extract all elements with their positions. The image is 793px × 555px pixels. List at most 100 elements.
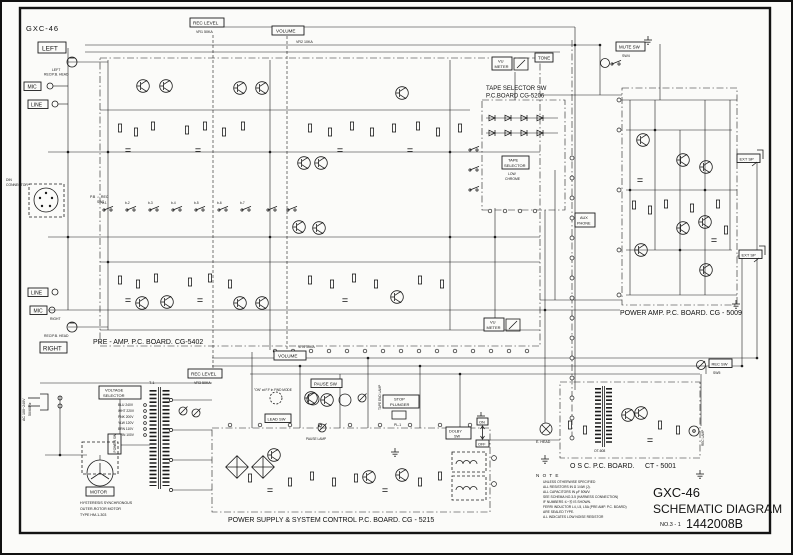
osc-board-code: CT - 5001: [645, 463, 676, 470]
mute-sw-label: MUTE SW: [619, 45, 641, 50]
sw5-label: SW5: [713, 371, 720, 375]
volume-top-label: VOLUME: [276, 29, 295, 34]
tape-selector-board-1: TAPE SELECTOR SW: [486, 86, 547, 92]
rec-pb-switch-row: P.B ⇔ REC SW1 b-1 b-2 b-3 b-4 b-5 b-6 b-…: [90, 195, 298, 212]
tape-selector-board-2: P.C.BOARD CG-5206: [486, 94, 545, 100]
din-label-1: DIN: [6, 178, 12, 182]
volume-bottom-vr: VR4 10KA: [298, 345, 315, 349]
power-amp-board-label: POWER AMP. P.C. BOARD. CG - 5009: [620, 310, 742, 317]
board-outlines: [99, 57, 738, 513]
rec-lamp-label: REC LAMP: [701, 430, 705, 446]
rec-level-top-vr: VR1 50KA: [196, 30, 213, 34]
transistors: [135, 79, 713, 484]
head-right-1: RIGHT: [50, 317, 61, 321]
stop-plunger-1: STOP: [394, 397, 405, 402]
rec-sw-label: REC SW: [712, 362, 728, 367]
title-doc: SCHEMATIC DIAGRAM: [653, 502, 782, 516]
top-controls: REC LEVEL VR1 50KA VOLUME VR2 10KA VU ME…: [189, 17, 646, 71]
head-right-2: REC/P.B. HEAD: [44, 334, 69, 338]
ext-sp-top-label: EXT SP: [740, 157, 754, 162]
mic-bottom-label: MIC: [34, 309, 44, 315]
note-line-2: ALL RESISTORS IN Ω 1/4W (J).: [543, 485, 591, 489]
vu-top-1: VU: [498, 59, 504, 64]
dolby-off-label: OFF: [478, 443, 486, 447]
wires: [40, 26, 758, 491]
pl1-label: PL-1: [394, 423, 401, 427]
erase-head-label: E. HEAD: [536, 440, 551, 444]
harness-pins: [227, 97, 622, 441]
head-left-2: REC/P.B. HEAD: [44, 73, 69, 77]
dolby-sw-1: DOLBY: [449, 430, 462, 434]
tape-sel-chrome: CHROME: [505, 177, 521, 181]
ext-sp-bottom-label: EXT SP: [742, 253, 756, 258]
volume-bottom-label: VOLUME: [278, 354, 297, 359]
tap-100: GRN 100V: [118, 433, 135, 437]
input-section: GXC-46 LEFT LEFT REC/P.B. HEAD MIC LINE …: [6, 24, 78, 354]
title-model: GXC-46: [653, 485, 700, 500]
note-line-7: ARE SEALED TYPE.: [543, 510, 574, 514]
motor-note-1: HYSTERESIS SYNCHRONOUS: [80, 501, 133, 505]
ac-label-2: 50/60Hz: [28, 402, 32, 416]
tape-selector-board: TAPE SELECTOR SW P.C.BOARD CG-5206 TAPE …: [468, 86, 547, 192]
lead-sw-label: LEAD SW: [268, 417, 286, 422]
tap-240: BLU 240V: [118, 403, 134, 407]
sw1-label: SW1: [97, 200, 104, 204]
note-line-1: UNLESS OTHERWISE SPECIFIED: [543, 480, 596, 484]
osc-coil-label: OT-608: [594, 449, 605, 453]
bottom-controls: REC LEVEL VR3 50KA VOLUME VR4 10KA VU ME…: [187, 317, 521, 385]
vu-bottom-1: VU: [490, 320, 496, 325]
tape-end-lamp-label: TAPE END LAMP: [378, 385, 382, 410]
ground-symbols: [390, 35, 741, 479]
head-left-1: LEFT: [52, 68, 60, 72]
voltage-selector-1: VOLTAGE: [105, 388, 124, 393]
note-line-8: A.L INDICATES LOW NOISE RESISTOR: [543, 515, 604, 519]
corner-model: GXC-46: [26, 24, 59, 33]
tap-200: PNK 200V: [118, 415, 134, 419]
line-bottom-label: LINE: [31, 291, 43, 297]
volume-top-vr: VR2 10KA: [296, 40, 313, 44]
note-block: N O T E UNLESS OTHERWISE SPECIFIED ALL R…: [536, 473, 627, 519]
stop-plunger-2: PLUNGER: [390, 402, 409, 407]
vu-bottom-2: METER: [487, 325, 501, 330]
drawing-frame: [18, 6, 772, 535]
osc-board-label: O S C. P.C. BOARD.: [570, 463, 634, 470]
power-supply-board-label: POWER SUPPLY & SYSTEM CONTROL P.C. BOARD…: [228, 517, 434, 524]
osc-board: OT-608 E. HEAD: [536, 386, 612, 453]
pb-rec-label: P.B ⇔ REC: [90, 195, 109, 199]
aux-label-1: AUX: [580, 216, 588, 220]
din-label-2: CONNECTOR: [6, 183, 28, 187]
note-heading: N O T E: [536, 473, 559, 478]
ac-label-1: AC 100~240V: [22, 398, 26, 421]
motor-label: MOTOR: [90, 490, 108, 495]
tape-sel-low: LOW: [508, 172, 517, 176]
sw-row-b1: b-1: [102, 201, 107, 205]
voltage-selector-2: SELECTOR: [103, 393, 125, 398]
dolby-sw-2: SW: [454, 435, 461, 439]
tone-label: TONE: [538, 56, 550, 61]
note-line-3: ALL CAPACITORS IN μF 50WV.: [543, 490, 591, 494]
tape-sel-switch-2: SELECTOR: [504, 163, 526, 168]
tape-selector-diodes: [486, 114, 558, 137]
vu-top-2: METER: [495, 64, 509, 69]
sw-row-b2: b-2: [125, 201, 130, 205]
sw-row-b6: b-6: [217, 201, 222, 205]
rec-level-top-label: REC LEVEL: [193, 21, 219, 26]
note-line-5: IF NUMBERS ①~⑮ IS SHOWN.: [543, 499, 591, 504]
power-sw-label: POWER SW: [113, 433, 117, 453]
dolby-on-label: ON: [479, 421, 485, 425]
rec-switch-area: REC SW SW5 REC LAMP: [688, 358, 733, 446]
title-code: 1442008B: [686, 517, 743, 531]
sw4-label: SW4: [622, 54, 630, 58]
sw-row-b5: b-5: [194, 201, 199, 205]
pause-note: "ON" at F.F in FWD MODE: [254, 388, 292, 392]
label-right: RIGHT: [43, 347, 62, 353]
rec-level-bottom-vr: VR3 50KA: [194, 381, 211, 385]
label-left: LEFT: [42, 46, 58, 53]
tap-110: BRN 110V: [118, 427, 134, 431]
power-supply-section: AC 100~240V 50/60Hz VOLTAGE SELECTOR BLU…: [22, 381, 275, 517]
motor-note-3: TYPE HM-1-303: [80, 513, 106, 517]
sw-row-b7: b-7: [240, 201, 245, 205]
